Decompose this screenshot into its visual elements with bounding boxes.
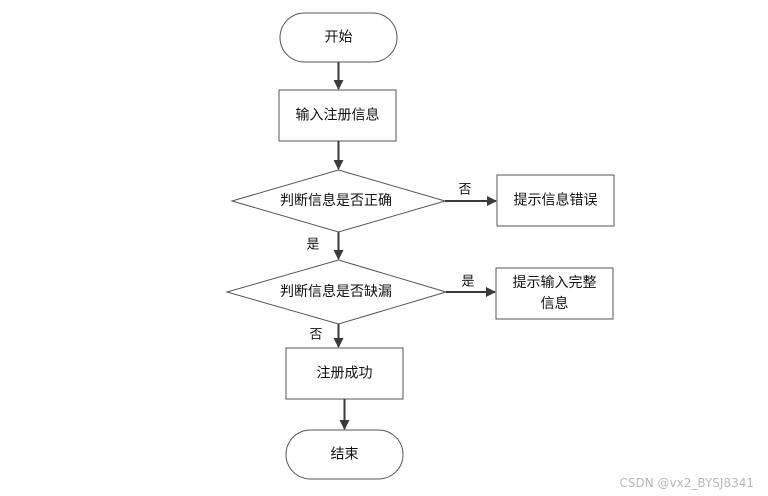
- edge-label-missing-no: 否: [309, 328, 322, 343]
- end-label: 结束: [331, 447, 359, 463]
- input-info-label: 输入注册信息: [296, 107, 380, 124]
- complete-tip-node: 提示输入完整 信息: [495, 267, 614, 320]
- check-missing-label: 判断信息是否缺漏: [280, 283, 392, 300]
- start-label: 开始: [325, 30, 353, 46]
- error-tip-label: 提示信息错误: [514, 192, 598, 209]
- input-info-node: 输入注册信息: [278, 89, 397, 142]
- check-correct-decision: 判断信息是否正确: [230, 169, 447, 233]
- complete-tip-label-line2: 信息: [541, 295, 569, 312]
- register-success-label: 注册成功: [317, 366, 373, 382]
- start-node: 开始: [279, 12, 398, 63]
- check-missing-decision: 判断信息是否缺漏: [225, 259, 448, 325]
- check-correct-label: 判断信息是否正确: [280, 192, 392, 209]
- edge-label-correct-yes: 是: [306, 238, 319, 253]
- error-tip-node: 提示信息错误: [496, 174, 615, 227]
- edge-label-missing-yes: 是: [461, 275, 474, 290]
- complete-tip-label-line1: 提示输入完整: [513, 275, 597, 291]
- edge-label-correct-no: 否: [458, 183, 471, 198]
- end-node: 结束: [285, 429, 404, 480]
- watermark-text: CSDN @vx2_BYSJ8341: [619, 476, 754, 490]
- register-success-node: 注册成功: [285, 347, 404, 400]
